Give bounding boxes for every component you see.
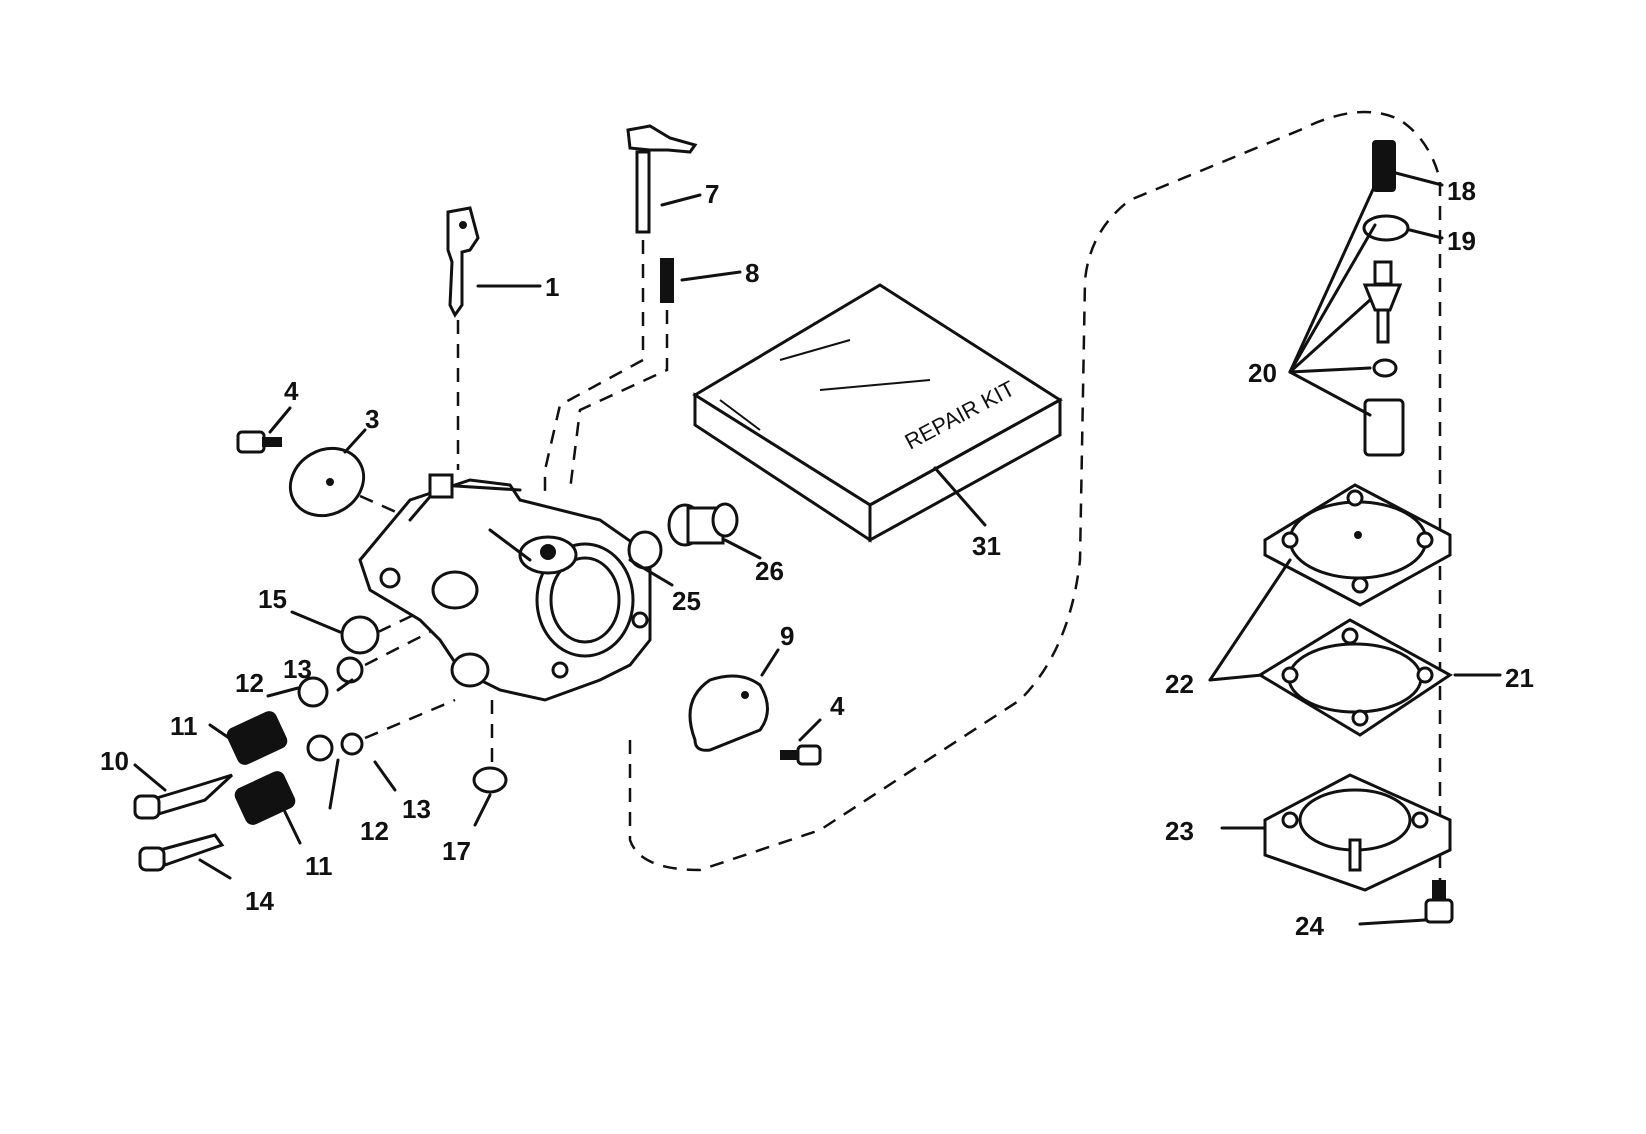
label-7: 7 <box>705 179 719 209</box>
part-22-diaphragm <box>1263 483 1452 607</box>
part-7-shaft <box>543 124 698 500</box>
part-20-needle-valve <box>1362 260 1405 457</box>
part-26-fitting <box>667 502 739 547</box>
part-4-screw-bottom <box>780 744 822 766</box>
label-23: 23 <box>1165 816 1194 846</box>
label-14: 14 <box>245 886 274 916</box>
part-9-plate <box>688 674 769 752</box>
kit-boundary-dashed <box>628 110 1442 880</box>
part-18-spring <box>1372 140 1396 192</box>
label-4a: 4 <box>284 376 299 406</box>
part-14-needle <box>138 833 225 872</box>
label-9: 9 <box>780 621 794 651</box>
part-13-washer-top <box>336 656 364 684</box>
part-1-lever <box>446 206 480 470</box>
label-10: 10 <box>100 746 129 776</box>
part-12-washer-bottom <box>306 734 334 762</box>
label-15: 15 <box>258 584 287 614</box>
label-3: 3 <box>365 404 379 434</box>
dash-13 <box>364 630 431 667</box>
label-24: 24 <box>1295 911 1324 941</box>
part-17-plug <box>472 766 508 794</box>
part-11-spring-top <box>226 711 288 765</box>
label-12b: 12 <box>360 816 389 846</box>
label-1: 1 <box>545 272 559 302</box>
part-10-needle <box>133 773 234 820</box>
label-12a: 12 <box>235 668 264 698</box>
label-17: 17 <box>442 836 471 866</box>
dash-15 <box>377 610 421 634</box>
part-21-gasket <box>1257 618 1453 737</box>
label-19: 19 <box>1447 226 1476 256</box>
label-31: 31 <box>972 531 1001 561</box>
part-12-washer-top <box>297 676 329 708</box>
label-18: 18 <box>1447 176 1476 206</box>
label-8: 8 <box>745 258 759 288</box>
repair-kit-box: REPAIR KIT <box>692 283 1063 543</box>
label-11a: 11 <box>170 711 198 741</box>
part-11-spring-bottom <box>234 771 296 825</box>
label-13a: 13 <box>283 654 312 684</box>
label-26: 26 <box>755 556 784 586</box>
part-24-screw <box>1424 880 1454 924</box>
label-22: 22 <box>1165 669 1194 699</box>
part-15-plug <box>340 615 380 655</box>
part-3-plate <box>288 446 406 518</box>
label-20: 20 <box>1248 358 1277 388</box>
dash-13b <box>364 698 456 740</box>
leader-lines <box>133 170 1502 926</box>
part-13-washer-bottom <box>340 732 364 756</box>
label-25: 25 <box>672 586 701 616</box>
label-4b: 4 <box>830 691 845 721</box>
carburetor-body <box>358 473 652 702</box>
part-labels: 1 7 8 4 3 15 25 26 31 9 4 13 12 11 10 12… <box>100 176 1534 941</box>
part-23-cover <box>1263 773 1452 892</box>
part-8-screw <box>568 258 674 491</box>
label-11b: 11 <box>305 851 333 881</box>
part-4-screw-top <box>236 430 282 454</box>
label-13b: 13 <box>402 794 431 824</box>
label-21: 21 <box>1505 663 1534 693</box>
part-19-washer <box>1362 214 1410 242</box>
